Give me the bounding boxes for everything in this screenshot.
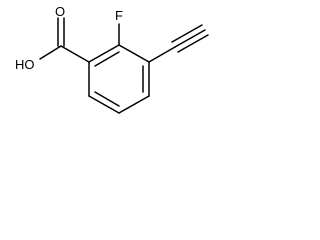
alkyne-triple-bond-upper — [171, 24, 203, 43]
ring-double-bond-inner-3 — [94, 91, 120, 107]
chemical-structure-diagram: O HO F — [15, 4, 209, 114]
alkyne-triple-bond-center — [174, 29, 206, 48]
fluorine-substituent: F — [115, 8, 123, 46]
ring-bond-c2-c3 — [118, 44, 150, 63]
bond-carboxyl-to-hydroxyl — [39, 45, 62, 60]
benzene-ring — [88, 44, 150, 114]
ring-bond-c4-c5 — [118, 95, 150, 114]
ring-bond-c1-c2 — [88, 44, 120, 63]
alkyne-triple-bond-lower — [177, 34, 209, 53]
carboxylic-acid-group: O HO — [15, 4, 90, 72]
hydroxyl-label: HO — [15, 57, 35, 72]
ring-bond-c5-c6 — [88, 95, 120, 114]
ethynyl-group — [148, 24, 209, 63]
bond-ring-to-carboxyl — [60, 45, 90, 63]
carbonyl-oxygen-label: O — [55, 4, 65, 19]
bond-ring-to-alkyne — [148, 46, 176, 63]
fluorine-label: F — [115, 8, 123, 23]
ring-double-bond-inner-1 — [94, 51, 120, 67]
